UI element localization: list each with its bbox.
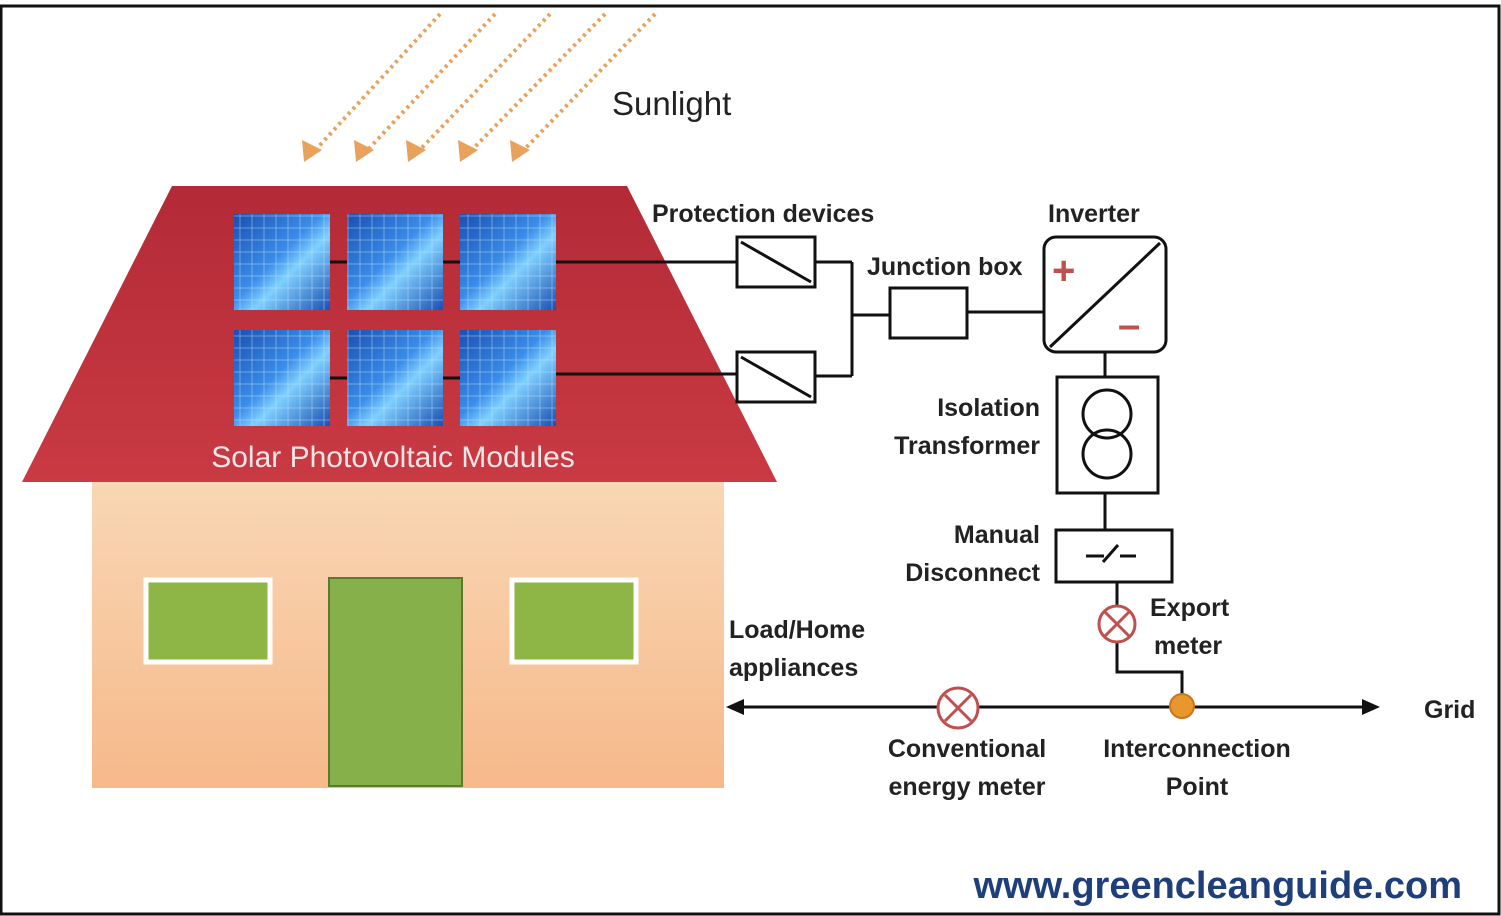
solar-panel (460, 330, 556, 426)
isolation-transformer (1055, 375, 1160, 495)
interconnection-label-line1: Interconnection (1103, 735, 1291, 763)
interconnection-label-line2: Point (1166, 773, 1229, 801)
export-meter (1097, 604, 1137, 644)
export-meter-label-line1: Export (1150, 594, 1230, 622)
solar-panel (347, 330, 443, 426)
sunlight-label: Sunlight (612, 85, 731, 122)
house-door (328, 577, 463, 787)
ac-line (726, 699, 1380, 715)
load-label-line1: Load/Home (729, 616, 865, 644)
disconnect-label-line2: Disconnect (905, 559, 1040, 587)
inverter: + – (1042, 235, 1168, 354)
right-window (509, 577, 639, 665)
solar-panel (234, 330, 330, 426)
dc-wiring (556, 260, 1184, 700)
conventional-meter-label-line2: energy meter (888, 773, 1045, 801)
junction-box-label: Junction box (867, 253, 1023, 281)
solar-panel (460, 214, 556, 310)
manual-disconnect (1054, 528, 1174, 584)
outer-frame (0, 4, 1501, 916)
grid-label: Grid (1424, 696, 1475, 724)
sunlight-ray-heads (302, 140, 530, 162)
protection-device (735, 350, 817, 404)
export-meter-label-line2: meter (1154, 632, 1222, 660)
solar-panel-array (234, 214, 556, 426)
disconnect-label-line1: Manual (954, 521, 1040, 549)
protection-device (735, 235, 817, 289)
solar-panel (347, 214, 443, 310)
plus-icon: + (1052, 249, 1075, 293)
left-window (143, 577, 273, 665)
junction-box (888, 286, 969, 340)
website-url: www.greencleanguide.com (973, 865, 1463, 907)
load-label-line2: appliances (729, 654, 858, 682)
interconnection-point (1169, 693, 1195, 719)
modules-label: Solar Photovoltaic Modules (211, 441, 575, 474)
minus-icon: – (1118, 303, 1140, 347)
isolation-label-line1: Isolation (937, 394, 1040, 422)
conventional-energy-meter (936, 686, 980, 730)
protection-devices-label: Protection devices (652, 200, 874, 228)
solar-panel (234, 214, 330, 310)
conventional-meter-label-line1: Conventional (888, 735, 1046, 763)
inverter-label: Inverter (1048, 200, 1140, 228)
isolation-label-line2: Transformer (894, 432, 1040, 460)
sunlight-rays (308, 12, 657, 158)
